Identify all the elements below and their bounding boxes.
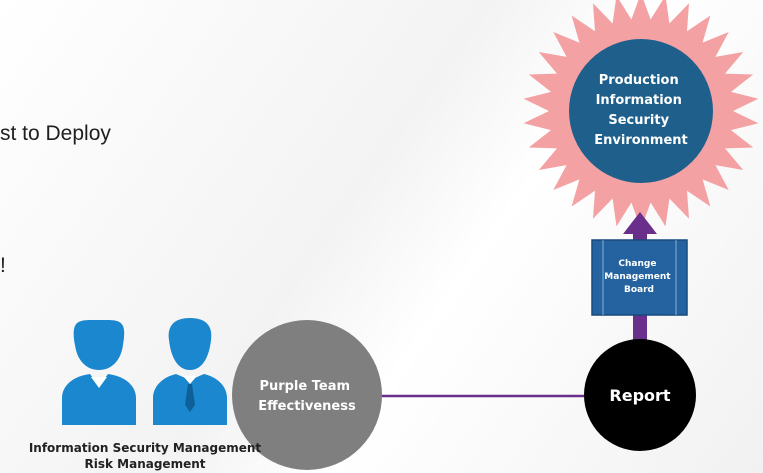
change-management-board[interactable]: Change Management Board (591, 239, 688, 316)
change-board-line2: Management (604, 272, 671, 282)
people-caption-line1: Information Security Management (28, 441, 262, 455)
production-label: Production Information Security Environm… (594, 73, 688, 148)
production-environment-node[interactable] (569, 39, 713, 183)
slide-text-deploy: st to Deploy (0, 122, 111, 145)
purple-team-line1: Purple Team (259, 379, 350, 394)
production-label-line1: Production (599, 73, 679, 88)
slide-text-exclamation: ! (0, 254, 6, 277)
female-user-icon (62, 319, 136, 425)
change-board-line1: Change (618, 259, 656, 269)
production-label-line2: Information (596, 93, 682, 108)
production-label-line4: Environment (594, 133, 688, 148)
male-user-icon (153, 318, 227, 425)
report-node[interactable] (584, 339, 696, 451)
change-board-line3: Board (624, 285, 654, 295)
report-label: Report (609, 386, 671, 405)
purple-team-label: Purple Team Effectiveness (258, 379, 356, 414)
change-board-label: Change Management Board (604, 259, 673, 295)
purple-team-node[interactable] (232, 320, 382, 470)
production-label-line3: Security (608, 113, 669, 128)
people-caption-line2: Risk Management (84, 457, 206, 471)
up-arrowhead (623, 212, 657, 234)
purple-team-line2: Effectiveness (258, 399, 356, 414)
